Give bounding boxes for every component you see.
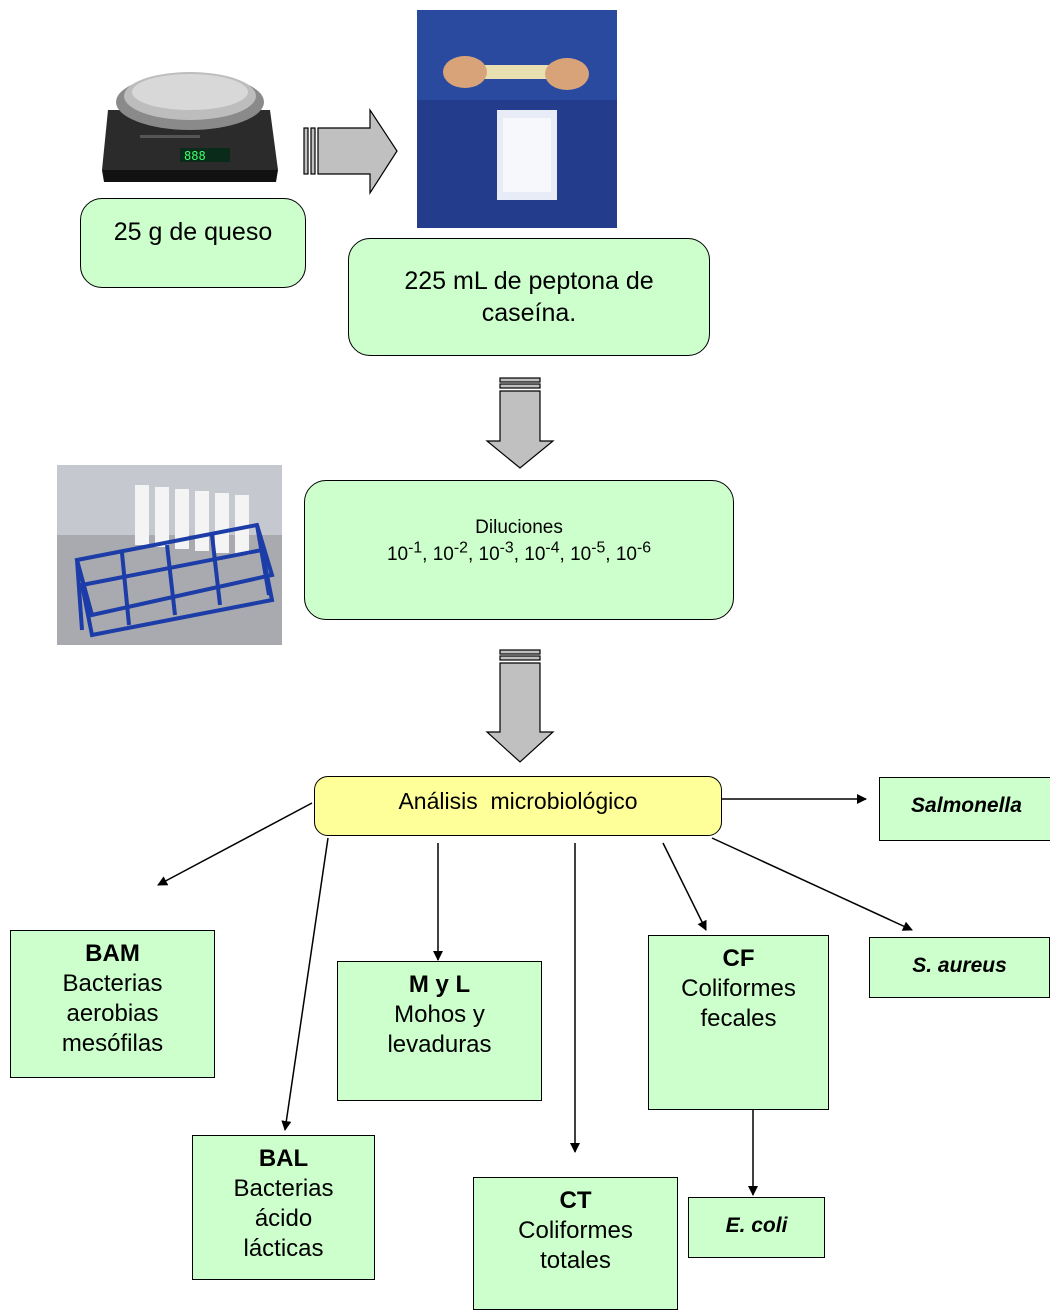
block-arrow-down-1 bbox=[485, 377, 555, 469]
analysis-box: Análisis microbiológico bbox=[314, 776, 722, 836]
s-aureus-box: S. aureus bbox=[869, 937, 1050, 998]
bam-box: BAM Bacterias aerobias mesófilas bbox=[10, 930, 215, 1078]
bam-desc-line: Bacterias bbox=[62, 970, 163, 997]
block-arrow-right bbox=[303, 107, 398, 196]
salmonella-label: Salmonella bbox=[911, 794, 1022, 817]
diluent-label: 225 mL de peptona de caseína. bbox=[404, 266, 654, 328]
ct-desc-line: totales bbox=[540, 1247, 611, 1274]
s-aureus-label: S. aureus bbox=[912, 954, 1007, 977]
e-coli-box: E. coli bbox=[688, 1197, 825, 1258]
sample-label: 25 g de queso bbox=[113, 218, 273, 246]
cf-desc-line: Coliformes bbox=[681, 975, 796, 1002]
svg-text:888: 888 bbox=[184, 149, 206, 163]
cf-desc-line: fecales bbox=[700, 1005, 777, 1032]
ct-desc-line: Coliformes bbox=[518, 1217, 633, 1244]
salmonella-box: Salmonella bbox=[879, 777, 1050, 841]
dilution-value: 10-5, bbox=[570, 539, 616, 566]
e-coli-label: E. coli bbox=[725, 1214, 788, 1237]
ct-box: CT Coliformes totales bbox=[473, 1177, 678, 1310]
arrow-to-cf bbox=[662, 842, 707, 931]
bal-abbr: BAL bbox=[258, 1145, 309, 1172]
diluent-box: 225 mL de peptona de caseína. bbox=[348, 238, 710, 356]
cf-box: CF Coliformes fecales bbox=[648, 935, 829, 1110]
arrow-to-s-aureus bbox=[711, 837, 913, 931]
sample-box: 25 g de queso bbox=[80, 198, 306, 288]
arrow-to-bam bbox=[157, 802, 313, 886]
bal-box: BAL Bacterias ácido lácticas bbox=[192, 1135, 375, 1280]
bam-desc-line: aerobias bbox=[66, 1000, 159, 1027]
myl-box: M y L Mohos y levaduras bbox=[337, 961, 542, 1101]
myl-desc-line: Mohos y bbox=[394, 1001, 485, 1028]
bal-desc-line: lácticas bbox=[243, 1235, 324, 1262]
dilution-value: 10-6 bbox=[615, 539, 652, 566]
arrow-to-bal bbox=[281, 837, 329, 1131]
ct-abbr: CT bbox=[559, 1187, 592, 1214]
scale-photo: 888 bbox=[100, 40, 280, 185]
bam-desc-line: mesófilas bbox=[61, 1030, 164, 1057]
cf-abbr: CF bbox=[722, 945, 755, 972]
bal-desc-line: ácido bbox=[254, 1205, 313, 1232]
dilution-value: 10-4, bbox=[524, 539, 571, 566]
dilutions-box: Diluciones 10-1, 10-2, 10-3, 10-4, 10-5,… bbox=[304, 480, 734, 620]
bam-abbr: BAM bbox=[85, 940, 140, 967]
block-arrow-down-2 bbox=[485, 649, 555, 763]
myl-desc-line: levaduras bbox=[387, 1031, 492, 1058]
dilution-value: 10-2, bbox=[432, 539, 479, 566]
dilutions-title: Diluciones bbox=[475, 517, 563, 538]
tube-rack-photo bbox=[57, 465, 282, 645]
dilutions-values: 10-1, 10-2, 10-3, 10-4, 10-5, 10-6 bbox=[387, 540, 651, 567]
dilution-value: 10-1, bbox=[386, 539, 433, 566]
myl-abbr: M y L bbox=[408, 971, 471, 998]
bal-desc-line: Bacterias bbox=[233, 1175, 334, 1202]
bag-photo bbox=[417, 10, 617, 228]
dilution-value: 10-3, bbox=[478, 539, 525, 566]
analysis-label: Análisis microbiológico bbox=[398, 788, 638, 814]
